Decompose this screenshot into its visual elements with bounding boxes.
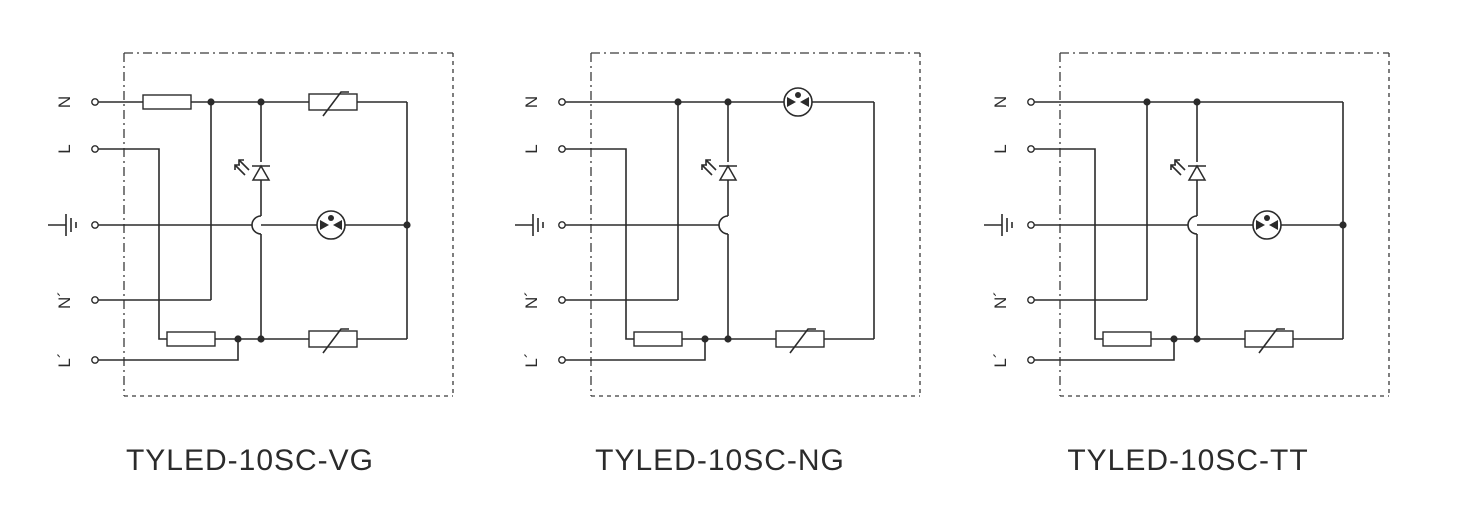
varistor-icon — [308, 328, 358, 354]
wire — [565, 148, 634, 340]
terminal-icon — [1027, 98, 1035, 106]
terminal-icon — [91, 221, 99, 229]
pin-label-l: L — [991, 144, 1010, 153]
terminal-icon — [558, 98, 566, 106]
led-indicator-icon — [1170, 159, 1207, 181]
module-title-ng: TYLED-10SC-NG — [595, 444, 845, 477]
pin-label-n: N — [55, 96, 74, 108]
pin-label-l-prime: L´ — [991, 352, 1010, 367]
circuit-tt: N L N´ L´ — [984, 52, 1390, 397]
varistor-icon — [1244, 328, 1294, 354]
wire — [1034, 148, 1103, 340]
terminal-icon — [1027, 145, 1035, 153]
junction-dot — [403, 221, 411, 229]
fuse-icon — [166, 331, 216, 347]
terminal-icon — [558, 296, 566, 304]
terminal-icon — [91, 98, 99, 106]
pin-label-l-prime: L´ — [55, 352, 74, 367]
circuit-ng: N L N´ L´ — [515, 52, 921, 397]
terminal-icon — [91, 145, 99, 153]
pin-label-n: N — [522, 96, 541, 108]
junction-dot — [1339, 221, 1347, 229]
pin-label-n: N — [991, 96, 1010, 108]
gas-discharge-tube-icon — [783, 87, 813, 117]
terminal-icon — [1027, 221, 1035, 229]
module-title-tt: TYLED-10SC-TT — [1067, 444, 1309, 477]
wire-crossover — [1187, 215, 1198, 235]
fuse-icon — [142, 94, 192, 110]
terminal-icon — [91, 296, 99, 304]
terminal-icon — [558, 145, 566, 153]
pin-label-l-prime: L´ — [522, 352, 541, 367]
circuit-vg: N L N´ L´ — [48, 52, 454, 397]
wire — [565, 339, 706, 361]
gas-discharge-tube-icon — [316, 210, 346, 240]
varistor-icon — [308, 91, 358, 117]
fuse-icon — [633, 331, 683, 347]
terminal-icon — [1027, 356, 1035, 364]
gas-discharge-tube-icon — [1252, 210, 1282, 240]
module-title-vg: TYLED-10SC-VG — [125, 444, 375, 477]
terminal-icon — [558, 356, 566, 364]
terminal-icon — [1027, 296, 1035, 304]
pin-label-n-prime: N´ — [991, 291, 1010, 309]
wire-crossover — [251, 215, 262, 235]
fuse-icon — [1102, 331, 1152, 347]
wire — [1034, 339, 1175, 361]
pin-label-n-prime: N´ — [522, 291, 541, 309]
ground-icon — [984, 214, 1013, 236]
terminal-icon — [558, 221, 566, 229]
pin-label-l: L — [522, 144, 541, 153]
led-indicator-icon — [701, 159, 738, 181]
led-indicator-icon — [234, 159, 271, 181]
ground-icon — [48, 214, 77, 236]
wire — [98, 148, 167, 340]
pin-label-l: L — [55, 144, 74, 153]
wire — [98, 339, 239, 361]
pin-label-n-prime: N´ — [55, 291, 74, 309]
varistor-icon — [775, 328, 825, 354]
wire-crossover — [718, 215, 729, 235]
terminal-icon — [91, 356, 99, 364]
ground-icon — [515, 214, 544, 236]
